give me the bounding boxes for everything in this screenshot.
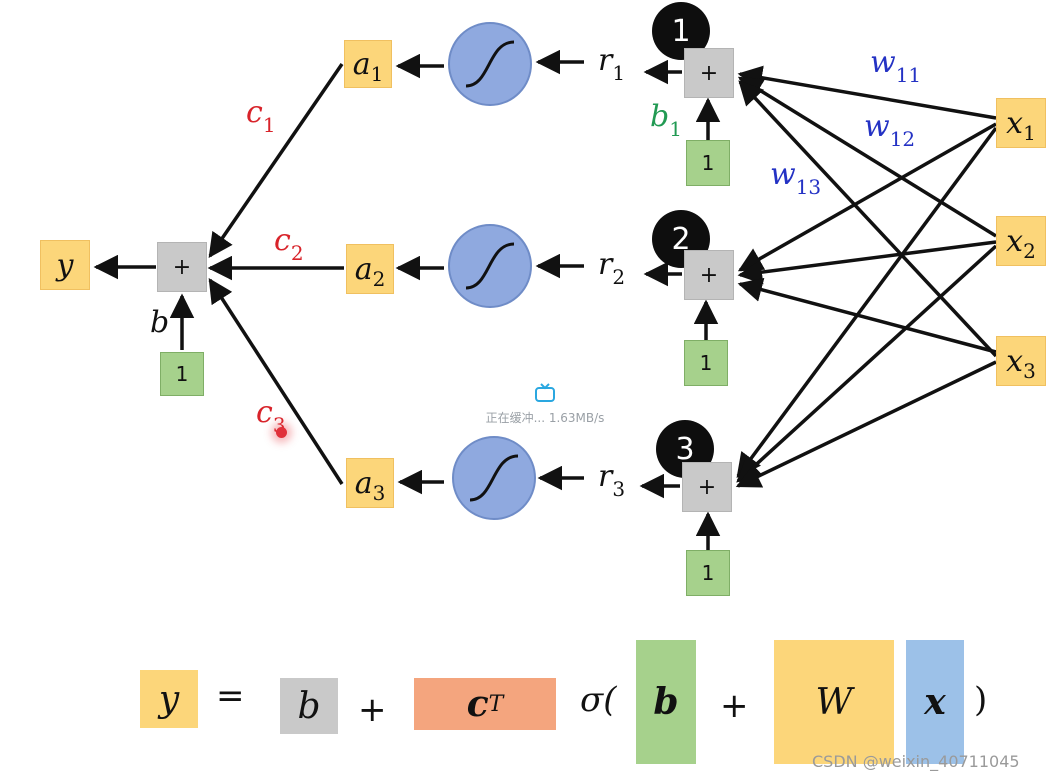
output-y-box: y bbox=[40, 240, 90, 290]
tv-icon bbox=[535, 383, 555, 402]
eq-equals: = bbox=[216, 676, 245, 716]
preactivation-r2: r2 bbox=[598, 247, 626, 289]
edge-x3-to-sum1 bbox=[738, 80, 998, 358]
weight-w13-label: w13 bbox=[770, 157, 822, 199]
edge-a1-to-sum bbox=[208, 63, 344, 259]
weight-c3-label: c3 bbox=[256, 395, 286, 437]
edge-x2-to-sum2 bbox=[737, 240, 997, 285]
bias-constant-3: 1 bbox=[686, 550, 730, 596]
buffering-indicator: 正在缓冲... 1.63MB/s bbox=[478, 383, 612, 426]
edge-x3-to-sum2 bbox=[737, 277, 997, 354]
eq-sigma-open: σ( bbox=[580, 680, 617, 720]
neuron-sum-3: + bbox=[682, 462, 732, 512]
output-sum-node: + bbox=[157, 242, 207, 292]
edge-x1-to-sum3 bbox=[736, 126, 998, 478]
sigmoid-node-1 bbox=[448, 22, 532, 106]
eq-close: ) bbox=[974, 680, 988, 720]
sigmoid-curve-icon bbox=[465, 242, 515, 290]
bias-b1-label: b1 bbox=[650, 99, 682, 141]
edge-x2-to-sum1 bbox=[737, 76, 997, 238]
sigmoid-curve-icon bbox=[465, 40, 515, 88]
eq-x-vector: x bbox=[906, 640, 964, 764]
eq-plus-2: + bbox=[720, 686, 749, 726]
cursor-dot bbox=[276, 427, 287, 438]
weight-c1-label: c1 bbox=[246, 95, 276, 137]
sigmoid-curve-icon bbox=[469, 454, 519, 502]
preactivation-r3: r3 bbox=[598, 459, 626, 501]
weight-c2-label: c2 bbox=[274, 223, 304, 265]
weight-w12-label: w12 bbox=[864, 109, 916, 151]
neuron-sum-2: + bbox=[684, 250, 734, 300]
sigmoid-node-2 bbox=[448, 224, 532, 308]
preactivation-r1: r1 bbox=[598, 43, 626, 85]
eq-b-scalar: b bbox=[280, 678, 338, 734]
eq-b-vector: b bbox=[636, 640, 696, 764]
neuron-sum-1: + bbox=[684, 48, 734, 98]
csdn-watermark: CSDN @weixin_40711045 bbox=[812, 752, 1020, 771]
eq-y: y bbox=[140, 670, 198, 728]
edge-x3-to-sum3 bbox=[735, 360, 997, 488]
eq-W-matrix: W bbox=[774, 640, 894, 764]
sigmoid-node-3 bbox=[452, 436, 536, 520]
eq-plus-1: + bbox=[358, 690, 387, 730]
weight-w11-label: w11 bbox=[870, 45, 922, 87]
bias-constant-2: 1 bbox=[684, 340, 728, 386]
bias-constant-1: 1 bbox=[686, 140, 730, 186]
buffering-text: 正在缓冲... 1.63MB/s bbox=[485, 411, 605, 425]
edge-x1-to-sum1 bbox=[737, 65, 997, 120]
output-bias-constant: 1 bbox=[160, 352, 204, 396]
output-bias-label: b bbox=[150, 305, 170, 340]
edge-x1-to-sum2 bbox=[737, 122, 997, 272]
edge-x2-to-sum3 bbox=[736, 244, 998, 483]
edge-a3-to-sum bbox=[208, 277, 344, 485]
